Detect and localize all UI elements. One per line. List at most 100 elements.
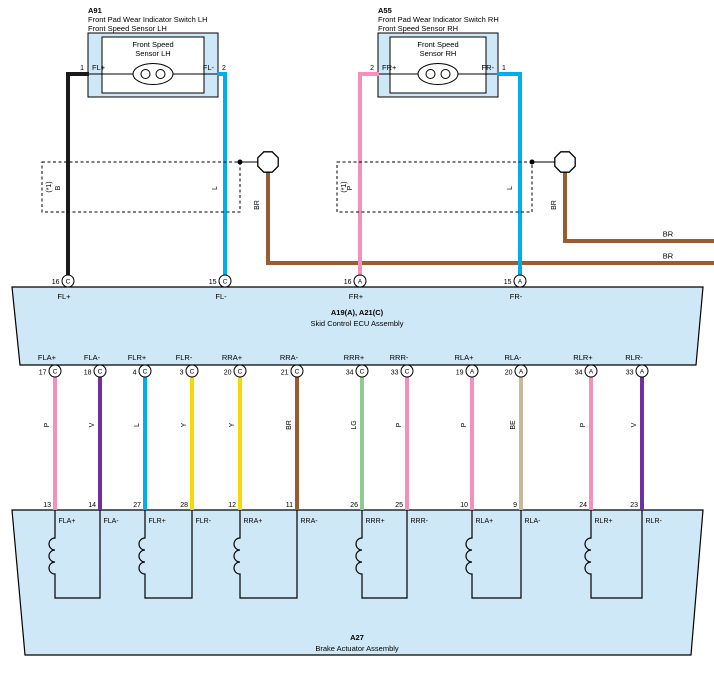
ecu-connector-ring	[465, 364, 479, 378]
speed-sensor-symbol-lh	[132, 63, 174, 85]
solenoid-coil-circuit	[138, 510, 193, 599]
wire-color-code: P	[580, 422, 587, 427]
wire-color-code: BE	[510, 420, 517, 430]
shield-ground-connector-icon	[554, 151, 576, 173]
sensor-rh-desc1: Front Pad Wear Indicator Switch RH	[378, 15, 499, 24]
ecu-pin-label: FL+	[57, 292, 71, 301]
sensor-lh-pin-right: 2	[222, 65, 226, 72]
actuator-pin-number: 28	[180, 502, 188, 509]
ecu-pin-number: 15	[209, 279, 217, 286]
actuator-pin-label: RRR+	[366, 518, 385, 525]
ecu-bottom-pin-label: RLA-	[504, 353, 522, 362]
ecu-pin-number: 17	[39, 370, 47, 377]
ecu-pin-number: 20	[224, 370, 232, 377]
ecu-connector-letter: A	[589, 369, 594, 376]
solenoid-coil-circuit	[48, 510, 101, 599]
ecu-pin-number: 16	[52, 279, 60, 286]
actuator-pin-label: RRA+	[244, 518, 263, 525]
wire-color-code: L	[212, 186, 219, 190]
ecu-connector-letter: A	[519, 369, 524, 376]
ecu-connector-ring	[185, 364, 199, 378]
sensor-lh-assembly: A91 Front Pad Wear Indicator Switch LH F…	[80, 6, 226, 98]
ecu-connector-ring	[513, 274, 527, 288]
solenoid-coil-circuit	[584, 510, 643, 599]
ecu-bottom-pin-label: FLA+	[38, 353, 57, 362]
ecu-top-pin-fl-minus: 15 C FL-	[209, 274, 232, 301]
solenoid-coil-circuit	[465, 510, 522, 599]
sensor-rh-code: A55	[378, 6, 392, 15]
wire-fr-minus	[497, 72, 522, 275]
ecu-pin-number: 21	[281, 370, 289, 377]
ecu-connector-ring	[61, 274, 75, 288]
actuator-pin-number: 9	[513, 502, 517, 509]
ecu-connector-letter: C	[295, 369, 300, 376]
ecu-pin-number: 20	[505, 370, 513, 377]
shield-outline-lh	[41, 161, 241, 213]
ecu-connector-ring	[290, 364, 304, 378]
sensor-rh-box-line1: Front Speed	[417, 40, 458, 49]
wire-color-code: L	[134, 423, 141, 427]
ecu-pin-number: 34	[346, 370, 354, 377]
ecu-connector-ring	[93, 364, 107, 378]
ecu-connector-letter: A	[640, 369, 645, 376]
ecu-connector-letter: A	[518, 279, 523, 286]
wire-fl-minus	[217, 72, 227, 275]
actuator-pin-label: FLA+	[59, 518, 76, 525]
ecu-pin-label: FR-	[510, 292, 523, 301]
actuator-pin-number: 25	[395, 502, 403, 509]
actuator-pin-label: FLR-	[196, 518, 212, 525]
wire-color-code: V	[631, 422, 638, 427]
ecu-bottom-pin-label: RLA+	[455, 353, 475, 362]
actuator-pin-number: 13	[43, 502, 51, 509]
actuator-pin-number: 11	[286, 502, 293, 509]
ecu-bottom-pin-label: RLR-	[625, 353, 643, 362]
ecu-connector-letter: C	[190, 369, 195, 376]
actuator-pin-label: FLA-	[104, 518, 120, 525]
ecu-connector-ring	[233, 364, 247, 378]
sensor-lh-desc2: Front Speed Sensor LH	[88, 24, 167, 33]
sensor-lh-terminal-right: FL-	[203, 63, 215, 72]
sensor-rh-terminal-left: FR+	[382, 63, 397, 72]
actuator-pin-number: 23	[630, 502, 638, 509]
ecu-connector-ring	[355, 364, 369, 378]
ecu-bottom-pin-label: FLR+	[128, 353, 147, 362]
ecu-top-pin-fr-minus: 15 A FR-	[504, 274, 527, 301]
wire-color-code: Y	[229, 422, 236, 427]
ecu-connector-letter: C	[66, 279, 71, 286]
ecu-title: A19(A), A21(C)	[331, 308, 384, 317]
wire-color-code: BR	[551, 200, 558, 210]
actuator-pin-label: RLR-	[646, 518, 663, 525]
solenoid-coil-circuit	[233, 510, 298, 599]
ecu-connector-ring	[48, 364, 62, 378]
ecu-connector-letter: A	[470, 369, 475, 376]
ecu-bottom-pin-label: RRR+	[344, 353, 365, 362]
sensor-terminal-icon	[440, 69, 451, 79]
ecu-pin-number: 33	[391, 370, 399, 377]
solenoid-coil-circuit	[355, 510, 408, 599]
sensor-rh-box-line2: Sensor RH	[420, 49, 457, 58]
ecu-bottom-pin-label: FLA-	[84, 353, 101, 362]
actuator-pin-label: RLA-	[525, 518, 542, 525]
actuator-pin-label: RRA-	[301, 518, 319, 525]
sensor-lh-desc1: Front Pad Wear Indicator Switch LH	[88, 15, 208, 24]
sensor-lh-code: A91	[88, 6, 102, 15]
ecu-connector-ring	[138, 364, 152, 378]
ecu-bottom-pin-label: RRR-	[390, 353, 409, 362]
ecu-subtitle: Skid Control ECU Assembly	[311, 319, 404, 328]
ecu-connector-letter: A	[358, 279, 363, 286]
ecu-bottom-pin-label: RRA-	[280, 353, 299, 362]
shield-footnote: (*1)	[46, 181, 53, 192]
ecu-bottom-pin-label: RRA+	[222, 353, 243, 362]
actuator-pin-number: 26	[350, 502, 358, 509]
shield-outline-rh	[336, 161, 533, 213]
ecu-pin-number: 3	[180, 370, 184, 377]
sensor-lh-terminal-left: FL+	[92, 63, 106, 72]
sensor-lh-box-line1: Front Speed	[132, 40, 173, 49]
actuator-pin-number: 12	[228, 502, 236, 509]
wire-color-code: Y	[181, 422, 188, 427]
shield-ground-connector-icon	[257, 151, 279, 173]
ecu-bottom-pin-label: RLR+	[573, 353, 593, 362]
ecu-pin-label: FR+	[349, 292, 364, 301]
sensor-lh-box-line2: Sensor LH	[135, 49, 170, 58]
